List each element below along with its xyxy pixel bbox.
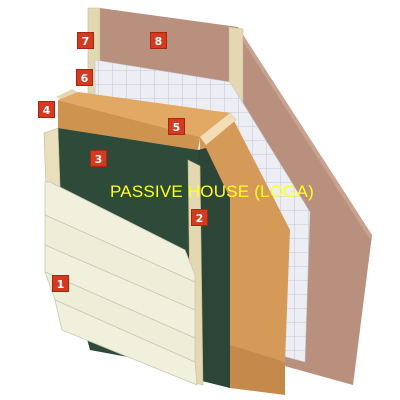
insulation-front [58,100,200,150]
layer-marker-8: 8 [150,32,167,49]
insulation-top [58,92,230,137]
interior-board-edge [238,27,372,238]
layer-marker-2: 2 [191,209,208,226]
layer-marker-7: 7 [77,32,94,49]
timber-frame-top [56,89,78,100]
insulation-bottom [230,345,285,395]
layer-marker-6: 6 [76,69,93,86]
diagram-title: PASSIVE HOUSE (LOGA) [110,182,314,201]
layer-marker-1: 1 [52,275,69,292]
siding-board-5 [54,299,198,386]
layer-marker-4: 4 [38,101,55,118]
insulation-side-top [200,113,236,145]
wind-barrier-side [198,148,230,388]
layer-marker-3: 3 [90,150,107,167]
layer-marker-5: 5 [168,118,185,135]
